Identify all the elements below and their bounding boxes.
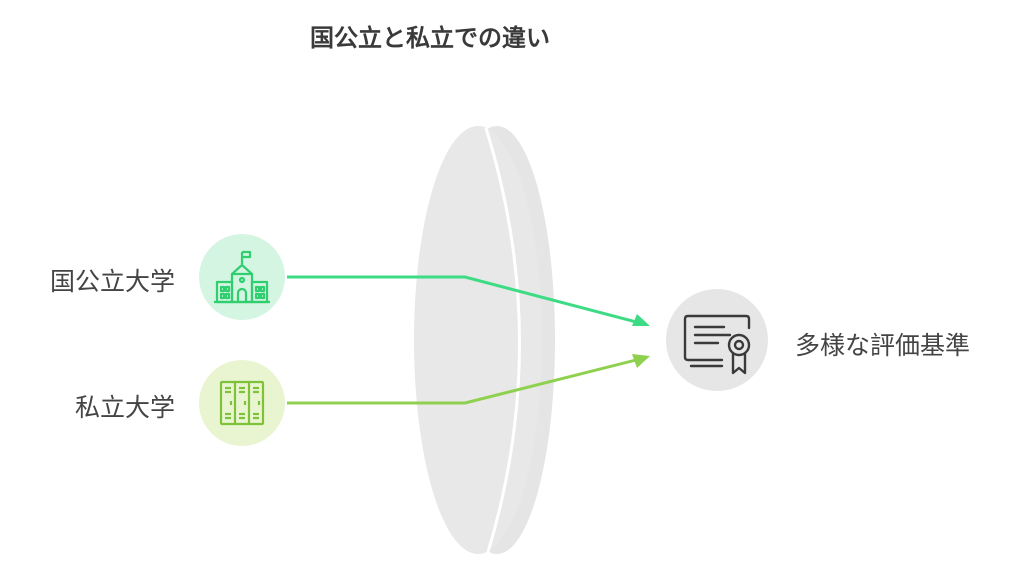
label-diverse-criteria: 多様な評価基準 [795, 331, 971, 360]
national-university-node [199, 234, 285, 320]
certificate-icon [683, 314, 751, 375]
target-node [666, 289, 768, 391]
connector-national [287, 275, 650, 326]
page-title: 国公立と私立での違い [310, 24, 550, 52]
label-private-university: 私立大学 [74, 393, 175, 422]
private-university-node [199, 360, 285, 446]
school-building-icon [214, 250, 270, 304]
lockers-icon [219, 380, 265, 426]
lens-disc-icon [414, 126, 555, 554]
connector-private [287, 354, 650, 405]
label-national-university: 国公立大学 [49, 267, 175, 296]
